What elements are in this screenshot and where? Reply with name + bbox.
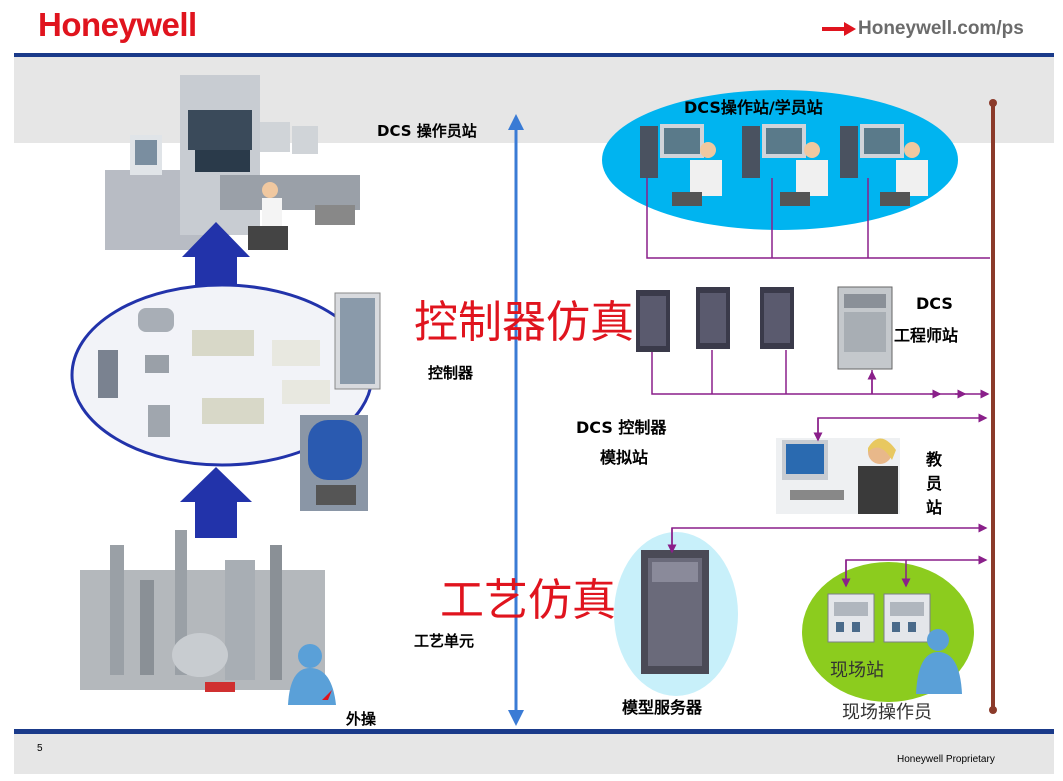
sim-server-2 [696,287,730,349]
controller-sim-station-line2: 模拟站 [600,448,649,467]
proprietary-notice: Honeywell Proprietary [897,754,995,765]
outside-operator-label: 外操 [346,710,377,728]
sim-server-1 [636,290,670,352]
field-panel-2 [883,593,931,643]
controller-cabinet-image [334,292,381,390]
top-rule [14,53,1054,57]
server-links [651,350,990,399]
field-operator-figure [916,629,962,694]
model-server-label: 模型服务器 [622,698,703,717]
engineer-station-label-line1: DCS [916,294,953,313]
controller-module-image [300,415,368,511]
sim-server-3 [760,287,794,349]
controller-label: 控制器 [428,364,474,382]
instructor-station-image [776,438,900,514]
model-server-image [641,550,709,674]
honeywell-logo: Honeywell [38,6,197,43]
process-simulation-title: 工艺仿真 [440,575,616,626]
student-workstation-1 [640,124,722,206]
field-operator-label: 现场操作员 [842,702,932,723]
field-station-label: 现场站 [830,660,884,681]
student-workstation-2 [742,124,828,206]
site-link[interactable]: Honeywell.com/ps [822,18,1024,40]
arrow-right-icon [822,22,856,36]
instructor-station-char-1: 教 [926,450,943,469]
student-workstation-3 [840,124,928,206]
network-bus [989,99,997,714]
flow-arrow-up-2 [180,467,252,538]
engineer-station-label-line2: 工程师站 [894,326,959,345]
controller-simulation-title: 控制器仿真 [414,297,634,348]
field-devices-image [98,308,330,437]
instructor-links [813,413,988,442]
lower-links [667,523,988,588]
vertical-double-arrow [508,114,524,726]
footer-band [14,734,1054,774]
bottom-rule [14,729,1054,734]
control-room-image [105,75,360,250]
instructor-station-char-2: 员 [926,474,943,493]
dcs-operator-station-label: DCS 操作员站 [377,122,477,140]
outside-operator-figure [288,644,336,705]
instructor-station-char-3: 站 [926,498,943,517]
controller-sim-station-line1: DCS 控制器 [576,418,667,437]
page-number: 5 [37,743,43,754]
process-unit-label: 工艺单元 [414,632,475,650]
refinery-image [80,530,325,692]
student-station-label: DCS操作站/学员站 [684,98,823,117]
field-panel-1 [827,593,875,643]
engineer-station-server [837,286,893,370]
student-station-links [646,178,990,259]
site-link-text: Honeywell.com/ps [858,18,1024,39]
